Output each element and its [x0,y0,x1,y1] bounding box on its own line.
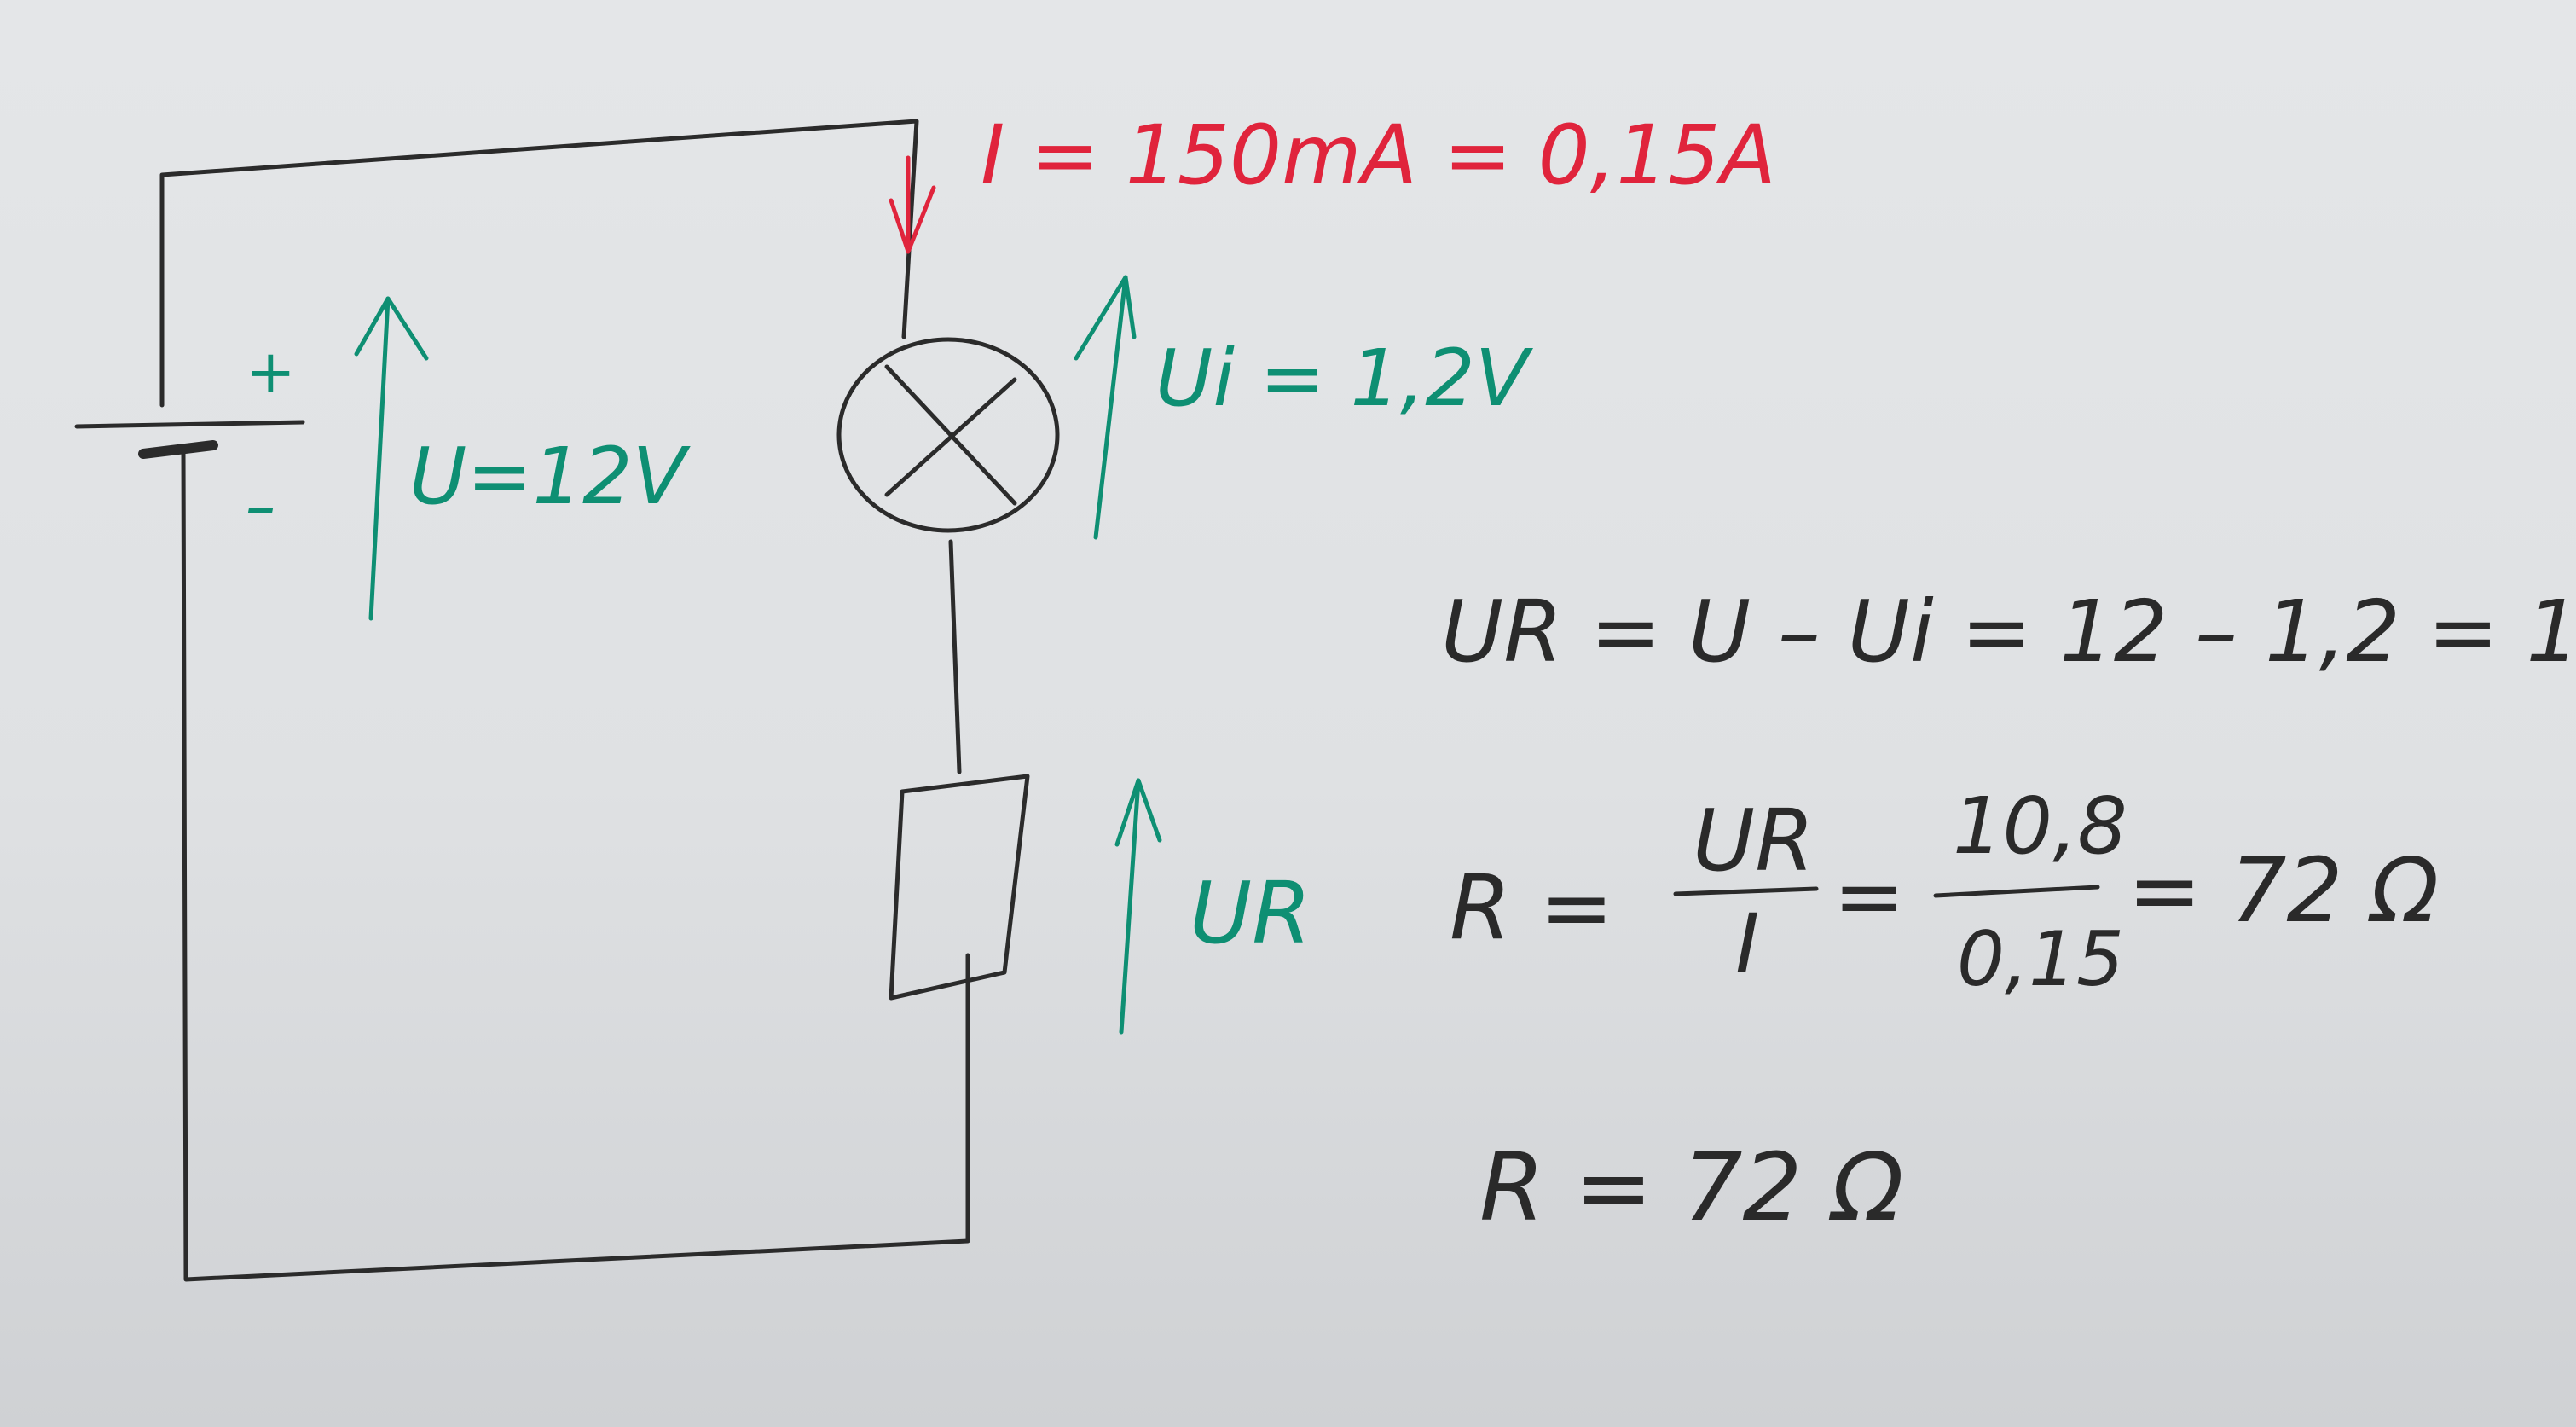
equation-result: R = 72 Ω [1479,1133,1904,1242]
circuit-wires [159,119,970,1282]
lamp-resistor-wire [948,539,962,774]
fraction2-numerator: 10,8 [1953,780,2127,872]
source-voltage-arrow [354,296,429,621]
fraction1-numerator: UR [1693,791,1815,890]
resistor-voltage-label: UR [1190,863,1311,963]
fraction2-denominator: 0,15 [1957,915,2124,1003]
equation-r-lhs: R = [1450,856,1613,960]
source-voltage-label: U=12V [409,431,691,522]
fraction1-denominator: I [1735,896,1759,992]
equation-r-eq2: = [1833,846,1905,946]
fraction1-bar [1673,886,1819,896]
lamp-symbol [836,337,1060,533]
resistor-voltage-arrow [1114,778,1162,1035]
lamp-voltage-label: Ui = 1,2V [1155,333,1534,424]
resistor-symbol [889,774,1030,1001]
lamp-voltage-arrow [1074,275,1137,540]
current-label: I = 150mA = 0,15A [981,107,1776,203]
equation-r-rhs: = 72 Ω [2127,838,2439,943]
equation-r: R = UR I = 10,8 0,15 = 72 Ω [1450,780,2439,1003]
equation-ur: UR = U – Ui = 12 – 1,2 = 10,8 V [1441,582,2576,682]
battery-minus: – [246,472,275,542]
battery-symbol: + – [74,337,305,542]
battery-plus: + [246,337,296,407]
fraction2-bar [1933,885,2100,898]
current-arrow [889,155,936,254]
left-wire [181,450,970,1282]
